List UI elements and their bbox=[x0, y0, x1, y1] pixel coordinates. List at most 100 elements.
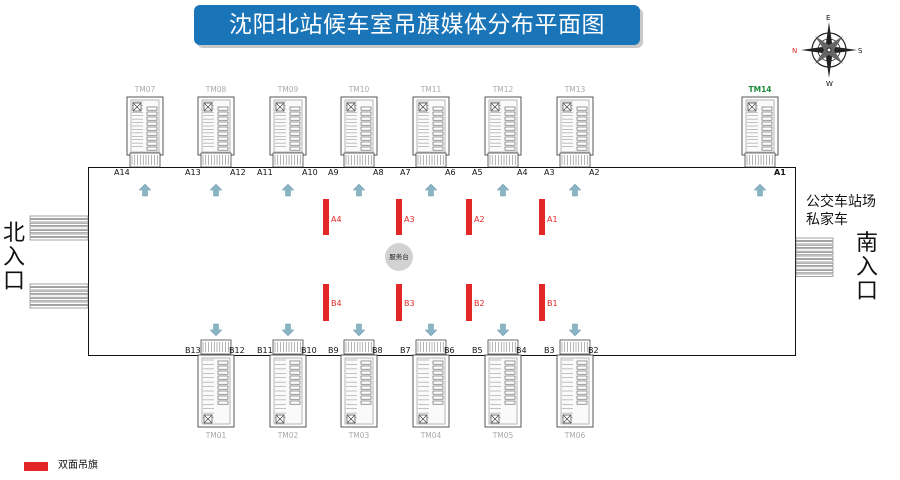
gate-label-bottom-right-4: B6 bbox=[444, 346, 455, 355]
tm-label-top-8: TM14 bbox=[748, 85, 772, 94]
gate-top-4 bbox=[343, 152, 375, 168]
gate-bottom-2 bbox=[272, 339, 304, 355]
gate-bottom-4 bbox=[415, 339, 447, 355]
gate-label-top-left-4: A9 bbox=[328, 168, 339, 177]
tm-label-bottom-6: TM06 bbox=[564, 431, 586, 440]
flag-label-top-1: A4 bbox=[331, 215, 342, 224]
gate-label-top-right-5: A6 bbox=[445, 168, 456, 177]
flag-label-bottom-4: B1 bbox=[547, 299, 558, 308]
gate-label-bottom-right-5: B4 bbox=[516, 346, 527, 355]
bus-station-label: 公交车站场 bbox=[806, 194, 876, 210]
flag-bottom-4 bbox=[539, 284, 545, 321]
escalator-top-6 bbox=[484, 96, 522, 156]
arrow-up-3 bbox=[281, 183, 295, 197]
service-desk: 服务台 bbox=[385, 243, 413, 271]
escalator-bottom-3 bbox=[340, 354, 378, 428]
escalator-top-3 bbox=[269, 96, 307, 156]
private-car-label: 私家车 bbox=[806, 212, 848, 228]
gate-top-6 bbox=[487, 152, 519, 168]
arrow-up-4 bbox=[352, 183, 366, 197]
gate-bottom-3 bbox=[343, 339, 375, 355]
legend-swatch bbox=[24, 462, 48, 471]
gate-top-5 bbox=[415, 152, 447, 168]
gate-label-top-left-1: A14 bbox=[114, 168, 130, 177]
escalator-top-8 bbox=[741, 96, 779, 156]
north-entrance-stairs-upper bbox=[29, 215, 89, 241]
gate-label-top-right-2: A12 bbox=[230, 168, 246, 177]
gate-label-bottom-left-5: B5 bbox=[472, 346, 483, 355]
flag-top-2 bbox=[396, 199, 402, 235]
tm-label-bottom-3: TM03 bbox=[348, 431, 370, 440]
gate-label-top-right-3: A10 bbox=[302, 168, 318, 177]
page-title: 沈阳北站候车室吊旗媒体分布平面图 bbox=[194, 5, 640, 45]
escalator-top-4 bbox=[340, 96, 378, 156]
legend-label: 双面吊旗 bbox=[58, 460, 98, 471]
flag-bottom-1 bbox=[323, 284, 329, 321]
gate-label-bottom-left-6: B3 bbox=[544, 346, 555, 355]
gate-top-8 bbox=[744, 152, 776, 168]
gate-label-top-left-5: A7 bbox=[400, 168, 411, 177]
gate-label-top-right-6: A4 bbox=[517, 168, 528, 177]
flag-bottom-3 bbox=[466, 284, 472, 321]
north-entrance-stairs-lower bbox=[29, 283, 89, 309]
gate-label-bottom-left-4: B7 bbox=[400, 346, 411, 355]
flag-label-top-4: A1 bbox=[547, 215, 558, 224]
gate-label-bottom-left-2: B11 bbox=[257, 346, 273, 355]
tm-label-bottom-4: TM04 bbox=[420, 431, 442, 440]
gate-label-bottom-right-6: B2 bbox=[588, 346, 599, 355]
gate-top-7 bbox=[559, 152, 591, 168]
gate-label-top-left-6: A5 bbox=[472, 168, 483, 177]
tm-label-top-7: TM13 bbox=[564, 85, 586, 94]
flag-top-1 bbox=[323, 199, 329, 235]
gate-label-top-left-7: A3 bbox=[544, 168, 555, 177]
arrow-down-1 bbox=[209, 323, 223, 337]
gate-label-top-left-2: A13 bbox=[185, 168, 201, 177]
arrow-up-6 bbox=[496, 183, 510, 197]
south-entrance-label: 南入口 bbox=[856, 231, 879, 304]
escalator-bottom-4 bbox=[412, 354, 450, 428]
gate-label-bottom-right-3: B8 bbox=[372, 346, 383, 355]
tm-label-top-2: TM08 bbox=[205, 85, 227, 94]
escalator-top-2 bbox=[197, 96, 235, 156]
arrow-up-5 bbox=[424, 183, 438, 197]
tm-label-top-3: TM09 bbox=[277, 85, 299, 94]
arrow-down-2 bbox=[281, 323, 295, 337]
gate-label-bottom-right-1: B12 bbox=[229, 346, 245, 355]
gate-label-top-left-3: A11 bbox=[257, 168, 273, 177]
arrow-down-6 bbox=[568, 323, 582, 337]
flag-bottom-2 bbox=[396, 284, 402, 321]
flag-label-top-3: A2 bbox=[474, 215, 485, 224]
north-entrance-label: 北入口 bbox=[3, 221, 26, 294]
arrow-up-8 bbox=[753, 183, 767, 197]
flag-label-bottom-1: B4 bbox=[331, 299, 342, 308]
arrow-down-4 bbox=[424, 323, 438, 337]
tm-label-top-1: TM07 bbox=[134, 85, 156, 94]
escalator-top-7 bbox=[556, 96, 594, 156]
flag-label-top-2: A3 bbox=[404, 215, 415, 224]
arrow-down-5 bbox=[496, 323, 510, 337]
gate-top-1 bbox=[129, 152, 161, 168]
gate-top-2 bbox=[200, 152, 232, 168]
gate-bottom-1 bbox=[200, 339, 232, 355]
flag-label-bottom-2: B3 bbox=[404, 299, 415, 308]
arrow-up-2 bbox=[209, 183, 223, 197]
tm-label-top-5: TM11 bbox=[420, 85, 442, 94]
tm-label-bottom-1: TM01 bbox=[205, 431, 227, 440]
flag-label-bottom-3: B2 bbox=[474, 299, 485, 308]
gate-label-top-right-7: A2 bbox=[589, 168, 600, 177]
tm-label-top-4: TM10 bbox=[348, 85, 370, 94]
tm-label-top-6: TM12 bbox=[492, 85, 514, 94]
gate-top-3 bbox=[272, 152, 304, 168]
south-entrance-stairs bbox=[795, 237, 834, 277]
arrow-down-3 bbox=[352, 323, 366, 337]
flag-top-4 bbox=[539, 199, 545, 235]
escalator-bottom-6 bbox=[556, 354, 594, 428]
escalator-bottom-1 bbox=[197, 354, 235, 428]
gate-bottom-6 bbox=[559, 339, 591, 355]
flag-top-3 bbox=[466, 199, 472, 235]
escalator-top-5 bbox=[412, 96, 450, 156]
escalator-bottom-2 bbox=[269, 354, 307, 428]
gate-label-bottom-left-3: B9 bbox=[328, 346, 339, 355]
escalator-top-1 bbox=[126, 96, 164, 156]
gate-label-top-right-4: A8 bbox=[373, 168, 384, 177]
